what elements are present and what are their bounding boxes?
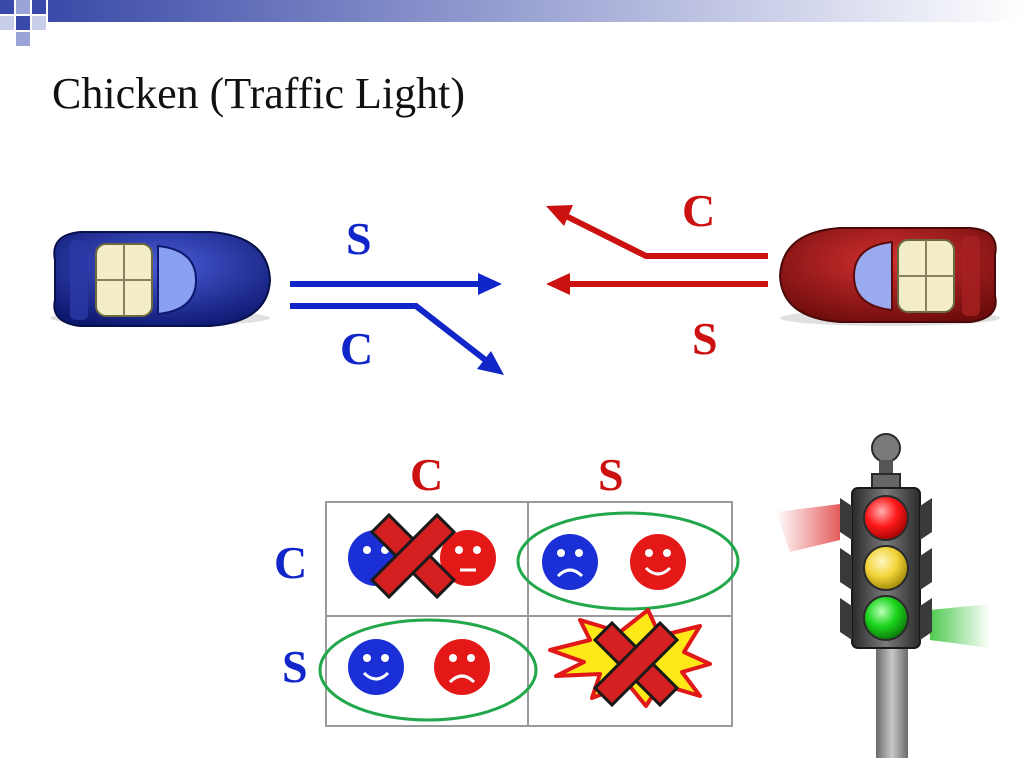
matrix-row-header-c: C (274, 537, 308, 588)
red-happy-face-icon (630, 534, 686, 590)
matrix-col-header-s: S (598, 449, 624, 500)
red-neutral-face-icon (440, 530, 496, 586)
cross-icon (592, 620, 680, 708)
highlight-ellipse (516, 511, 740, 611)
blue-sad-face-icon (542, 534, 598, 590)
red-sad-face-icon (434, 639, 490, 695)
cell-cs (516, 511, 740, 611)
blue-straight-label: S (346, 213, 372, 264)
red-chicken-label: C (682, 185, 716, 236)
red-straight-label: S (692, 313, 718, 364)
cross-icon (369, 512, 457, 600)
red-chicken-arrow (546, 205, 768, 259)
cell-sc (318, 618, 538, 722)
deck-decoration (0, 0, 1024, 46)
matrix-col-header-c: C (410, 449, 444, 500)
highlight-ellipse (318, 618, 538, 722)
blue-chicken-arrow (290, 303, 504, 375)
red-car-icon (778, 227, 1000, 326)
blue-straight-arrow (290, 273, 502, 295)
slide-title: Chicken (Traffic Light) (52, 69, 466, 118)
blue-chicken-label: C (340, 323, 374, 374)
matrix-row-header-s: S (282, 641, 308, 692)
blue-car-icon (50, 231, 272, 327)
traffic-light-icon (776, 433, 990, 758)
blue-happy-face-icon (348, 639, 404, 695)
red-straight-arrow (546, 273, 768, 295)
cell-cc (348, 512, 496, 600)
cell-ss (548, 608, 712, 708)
